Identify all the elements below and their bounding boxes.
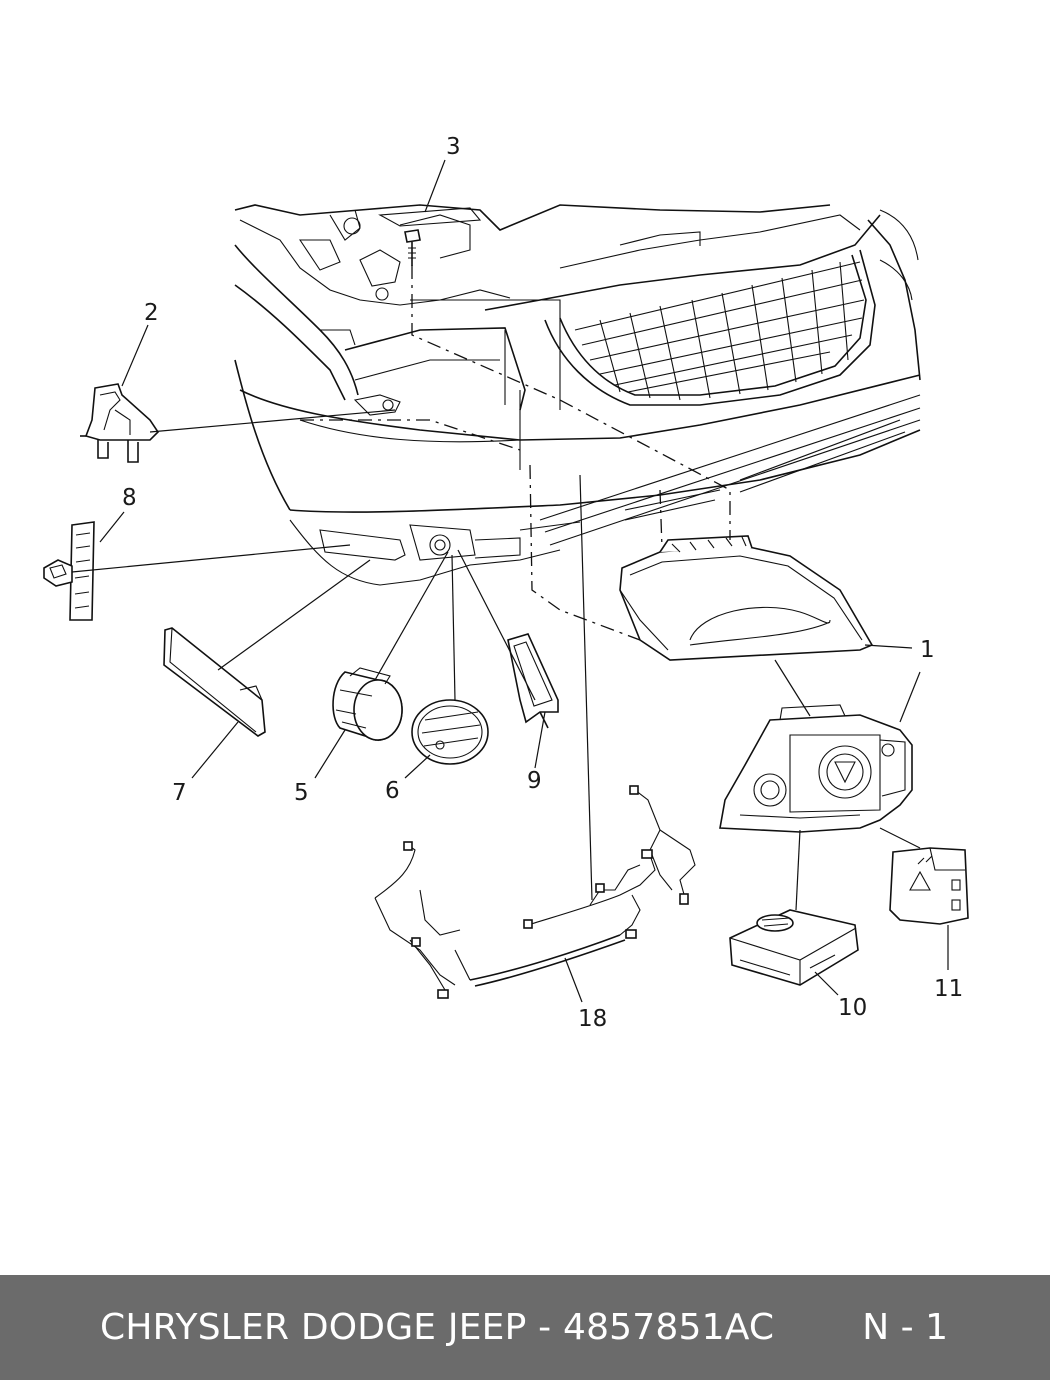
leader-lines	[71, 409, 921, 911]
callout-11: 11	[934, 976, 963, 1002]
fog-bezel-part	[411, 699, 489, 765]
parts-diagram: 3 2 8 1 7 5 6 9 11 10 18	[43, 134, 969, 1032]
fog-lamp-part	[332, 667, 403, 742]
callout-2: 2	[144, 300, 159, 326]
strip-bracket-part	[507, 633, 559, 729]
callout-1: 1	[920, 637, 935, 663]
footer-bar: CHRYSLER DODGE JEEP - 4857851AC N - 1	[0, 1275, 1050, 1380]
callout-numbers: 3 2 8 1 7 5 6 9 11 10 18	[122, 134, 963, 1032]
wiring-harness-part	[374, 785, 696, 999]
installation-lines	[300, 265, 731, 641]
headlamp-housing-part	[719, 704, 913, 833]
bolt-part	[404, 229, 421, 266]
callout-18: 18	[578, 1006, 607, 1032]
callout-9: 9	[527, 768, 542, 794]
leveling-module-part	[889, 847, 969, 925]
footer-part-title: CHRYSLER DODGE JEEP - 4857851AC	[100, 1307, 775, 1348]
vehicle-front-end	[234, 204, 921, 586]
headlamp-part	[619, 535, 874, 661]
callout-leaders	[99, 159, 949, 1003]
callout-5: 5	[294, 780, 309, 806]
callout-3: 3	[446, 134, 461, 160]
callout-10: 10	[838, 995, 867, 1021]
ballast-part	[729, 909, 859, 986]
bracket-part	[80, 383, 160, 463]
callout-7: 7	[172, 780, 187, 806]
callout-8: 8	[122, 485, 137, 511]
callout-6: 6	[385, 778, 400, 804]
footer-page-number: N - 1	[862, 1307, 948, 1348]
reflector-part	[163, 627, 266, 737]
